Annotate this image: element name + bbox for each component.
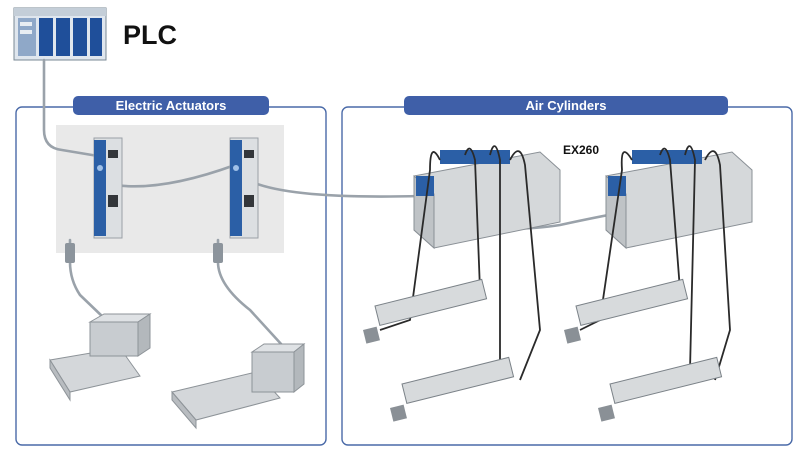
- manifold-label: EX260: [563, 143, 600, 157]
- plc-label: PLC: [123, 20, 177, 50]
- valve-manifold-1: [413, 150, 561, 250]
- cable-connector-1: [65, 243, 75, 263]
- driver-unit-2: [229, 137, 259, 239]
- actuator-cable-2: [216, 238, 284, 347]
- electric-actuator-1: [49, 313, 152, 402]
- air-cylinder-2: [390, 356, 515, 422]
- air-cylinder-4: [597, 356, 723, 422]
- air-tubes: [379, 145, 731, 381]
- driver-unit-1: [93, 137, 123, 239]
- electric-actuators-title: Electric Actuators: [73, 96, 269, 115]
- air-cylinder-3: [564, 278, 689, 344]
- cable-connector-2: [213, 243, 223, 263]
- electric-actuator-2: [171, 342, 306, 430]
- plc-cable: [42, 58, 100, 158]
- valve-manifold-2: [605, 150, 753, 250]
- plc-icon: [13, 7, 107, 61]
- air-cylinder-1: [363, 278, 488, 344]
- air-cylinders-title: Air Cylinders: [404, 96, 728, 115]
